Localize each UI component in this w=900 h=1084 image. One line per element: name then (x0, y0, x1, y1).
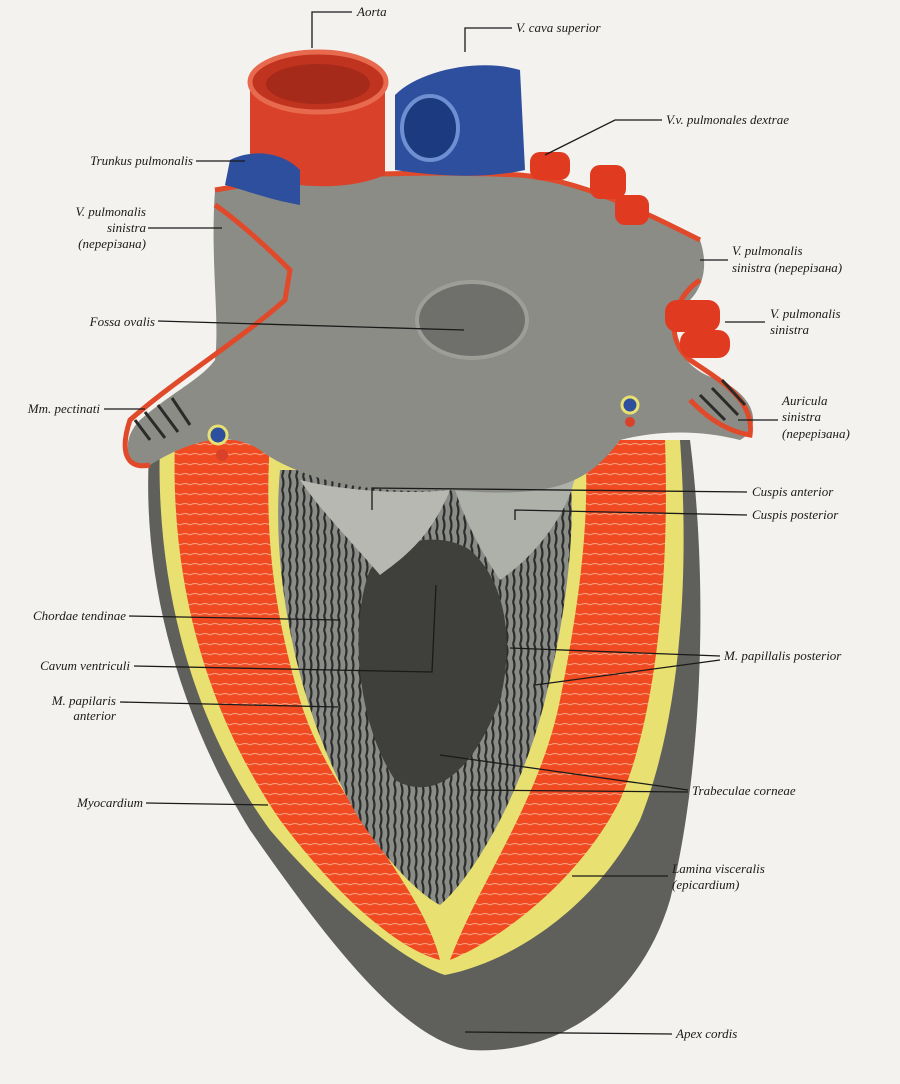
coronary-vessel-left-2 (216, 449, 228, 461)
leader-fossa (157, 320, 465, 331)
label-auricula-1: Auricula (781, 393, 828, 408)
leader-cuspis-posterior (514, 509, 748, 520)
label-lamina-visceralis-1: Lamina visceralis (671, 861, 765, 876)
label-auricula-2: sinistra (782, 409, 822, 424)
coronary-vessel-left (207, 424, 229, 446)
label-myocardium: Myocardium (76, 795, 143, 810)
label-fossa-ovalis: Fossa ovalis (89, 314, 155, 329)
leader-vv-pulm-dextrae (544, 119, 662, 156)
mm-pectinati-shape (133, 397, 192, 441)
leader-cuspis-anterior (371, 487, 748, 510)
auricula-pectinati-shape (698, 378, 747, 422)
leader-trabeculae-1 (439, 754, 689, 791)
label-aorta: Aorta (356, 4, 387, 19)
fossa-ovalis-rim (415, 280, 529, 360)
label-apex-cordis: Apex cordis (675, 1026, 737, 1041)
pulmonary-vein-left-1 (665, 300, 720, 332)
myocardium-right-wall (450, 440, 666, 960)
label-lamina-visceralis-2: (epicardium) (672, 877, 739, 892)
label-trunkus-pulmonalis: Trunkus pulmonalis (90, 153, 193, 168)
cuspis-anterior-shape (300, 480, 450, 575)
label-vpulm-right-cut-1: V. pulmonalis (732, 243, 803, 258)
left-pulmonary-cut-edge (122, 202, 293, 469)
vena-cava-opening (400, 94, 460, 162)
label-cuspis-anterior: Cuspis anterior (752, 484, 834, 499)
leader-apex (464, 1031, 673, 1035)
label-mm-pectinati: Mm. pectinati (27, 401, 101, 416)
cuspis-posterior-shape (455, 478, 575, 580)
leader-papilaris-anterior (119, 701, 339, 708)
pulmonary-vein-right-1 (530, 152, 570, 180)
label-v-cava-superior: V. cava superior (516, 20, 602, 35)
leader-chordae (128, 615, 341, 621)
label-auricula-3: (перерізана) (782, 426, 850, 441)
trunkus-pulmonalis-vessel (225, 153, 300, 205)
coronary-vessel-right-2 (625, 417, 635, 427)
label-cavum-ventriculi: Cavum ventriculi (40, 658, 130, 673)
aorta-lumen (266, 64, 370, 104)
leader-papillalis-posterior-2 (534, 659, 721, 686)
leader-cavum (133, 584, 437, 673)
label-vpulm-left-2: sinistra (107, 220, 147, 235)
label-papilaris-anterior-2: anterior (73, 708, 117, 723)
pulmonary-vein-right-3 (615, 195, 649, 225)
label-vpulm-left-1: V. pulmonalis (75, 204, 146, 219)
label-cuspis-posterior: Cuspis posterior (752, 507, 839, 522)
leader-myocardium (145, 802, 269, 806)
label-vpulm-right-1: V. pulmonalis (770, 306, 841, 321)
label-chordae-tendinae: Chordae tendinae (33, 608, 126, 623)
coronary-vessel-right (620, 395, 640, 415)
fossa-ovalis-shape (417, 282, 527, 358)
label-papillalis-posterior: M. papillalis posterior (723, 648, 842, 663)
label-vpulm-left-3: (перерізана) (78, 236, 146, 251)
leader-papillalis-posterior-1 (509, 647, 721, 657)
pulmonary-vein-right-2 (590, 165, 626, 199)
label-vpulm-right-cut-2: sinistra (перерізана) (732, 260, 842, 275)
label-trabeculae-corneae: Trabeculae corneae (692, 783, 796, 798)
myocardium-left-wall (174, 440, 440, 960)
leader-v-cava (464, 27, 512, 52)
label-vv-pulmonales-dextrae: V.v. pulmonales dextrae (666, 112, 789, 127)
label-vpulm-right-2: sinistra (770, 322, 810, 337)
pulmonary-vein-left-2 (680, 330, 730, 358)
leader-trabeculae-2 (469, 789, 689, 793)
label-papilaris-anterior-1: M. papilaris (51, 693, 116, 708)
leader-aorta (311, 11, 352, 48)
